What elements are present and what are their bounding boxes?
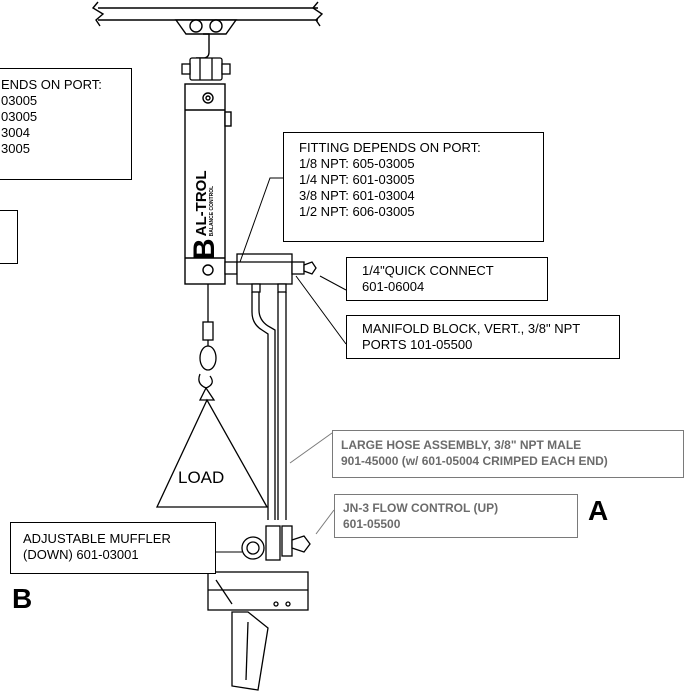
hose-leader	[289, 432, 335, 535]
callout-line: PORTS 101-05500	[362, 337, 473, 352]
callout-line: JN-3 FLOW CONTROL (UP)	[343, 501, 499, 515]
callout-flow-control: JN-3 FLOW CONTROL (UP) 601-05500	[334, 494, 578, 538]
manifold-assembly	[224, 253, 317, 293]
logo-initial: B	[188, 238, 221, 260]
callout-empty-partial	[0, 210, 18, 264]
callout-muffler: ADJUSTABLE MUFFLER (DOWN) 601-03001	[10, 522, 216, 574]
hook-and-load	[155, 284, 269, 508]
callout-hose: LARGE HOSE ASSEMBLY, 3/8" NPT MALE 901-4…	[332, 430, 684, 478]
load-label: LOAD	[178, 468, 225, 487]
callout-line: 901-45000 (w/ 601-05004 CRIMPED EACH END…	[341, 454, 608, 468]
callout-line: 601-06004	[362, 279, 425, 294]
balancer-cylinder	[184, 83, 232, 285]
callout-line: 03005	[1, 93, 38, 108]
callout-line: 1/4"QUICK CONNECT	[362, 263, 494, 278]
callout-line: 1/4 NPT: 601-03005	[299, 172, 415, 187]
callout-line: 3004	[1, 125, 30, 140]
callout-fitting: FITTING DEPENDS ON PORT: 1/8 NPT: 605-03…	[283, 132, 544, 242]
top-clevis	[181, 57, 231, 81]
trolley	[174, 19, 238, 59]
callout-quick-connect: 1/4"QUICK CONNECT 601-06004	[346, 257, 548, 301]
logo-tagline: BALANCE CONTROL	[209, 185, 215, 237]
callout-line: LARGE HOSE ASSEMBLY, 3/8" NPT MALE	[341, 438, 582, 452]
callout-line: MANIFOLD BLOCK, VERT., 3/8" NPT	[362, 321, 581, 336]
control-handle	[207, 525, 311, 691]
callout-line: 3005	[1, 141, 30, 156]
logo-brand: AL-TROL	[193, 170, 210, 237]
callout-line: 3/8 NPT: 601-03004	[299, 188, 415, 203]
callout-line: (DOWN) 601-03001	[23, 547, 139, 562]
callout-line: ADJUSTABLE MUFFLER	[23, 531, 171, 546]
hoses	[251, 292, 287, 520]
callout-line: FITTING DEPENDS ON PORT:	[299, 140, 481, 155]
callout-line: 1/8 NPT: 605-03005	[299, 156, 415, 171]
label-b: B	[12, 583, 33, 614]
callout-line: 1/2 NPT: 606-03005	[299, 204, 415, 219]
callout-line: 03005	[1, 109, 38, 124]
leader-lines	[239, 177, 347, 345]
callout-manifold: MANIFOLD BLOCK, VERT., 3/8" NPT PORTS 10…	[346, 315, 620, 359]
brand-logo: B AL-TROL BALANCE CONTROL	[187, 110, 223, 261]
label-a: A	[588, 495, 609, 526]
callout-fitting-partial: ENDS ON PORT: 03005 03005 3004 3005	[0, 68, 132, 180]
callout-line: 601-05500	[343, 517, 401, 531]
callout-line: ENDS ON PORT:	[1, 77, 102, 92]
